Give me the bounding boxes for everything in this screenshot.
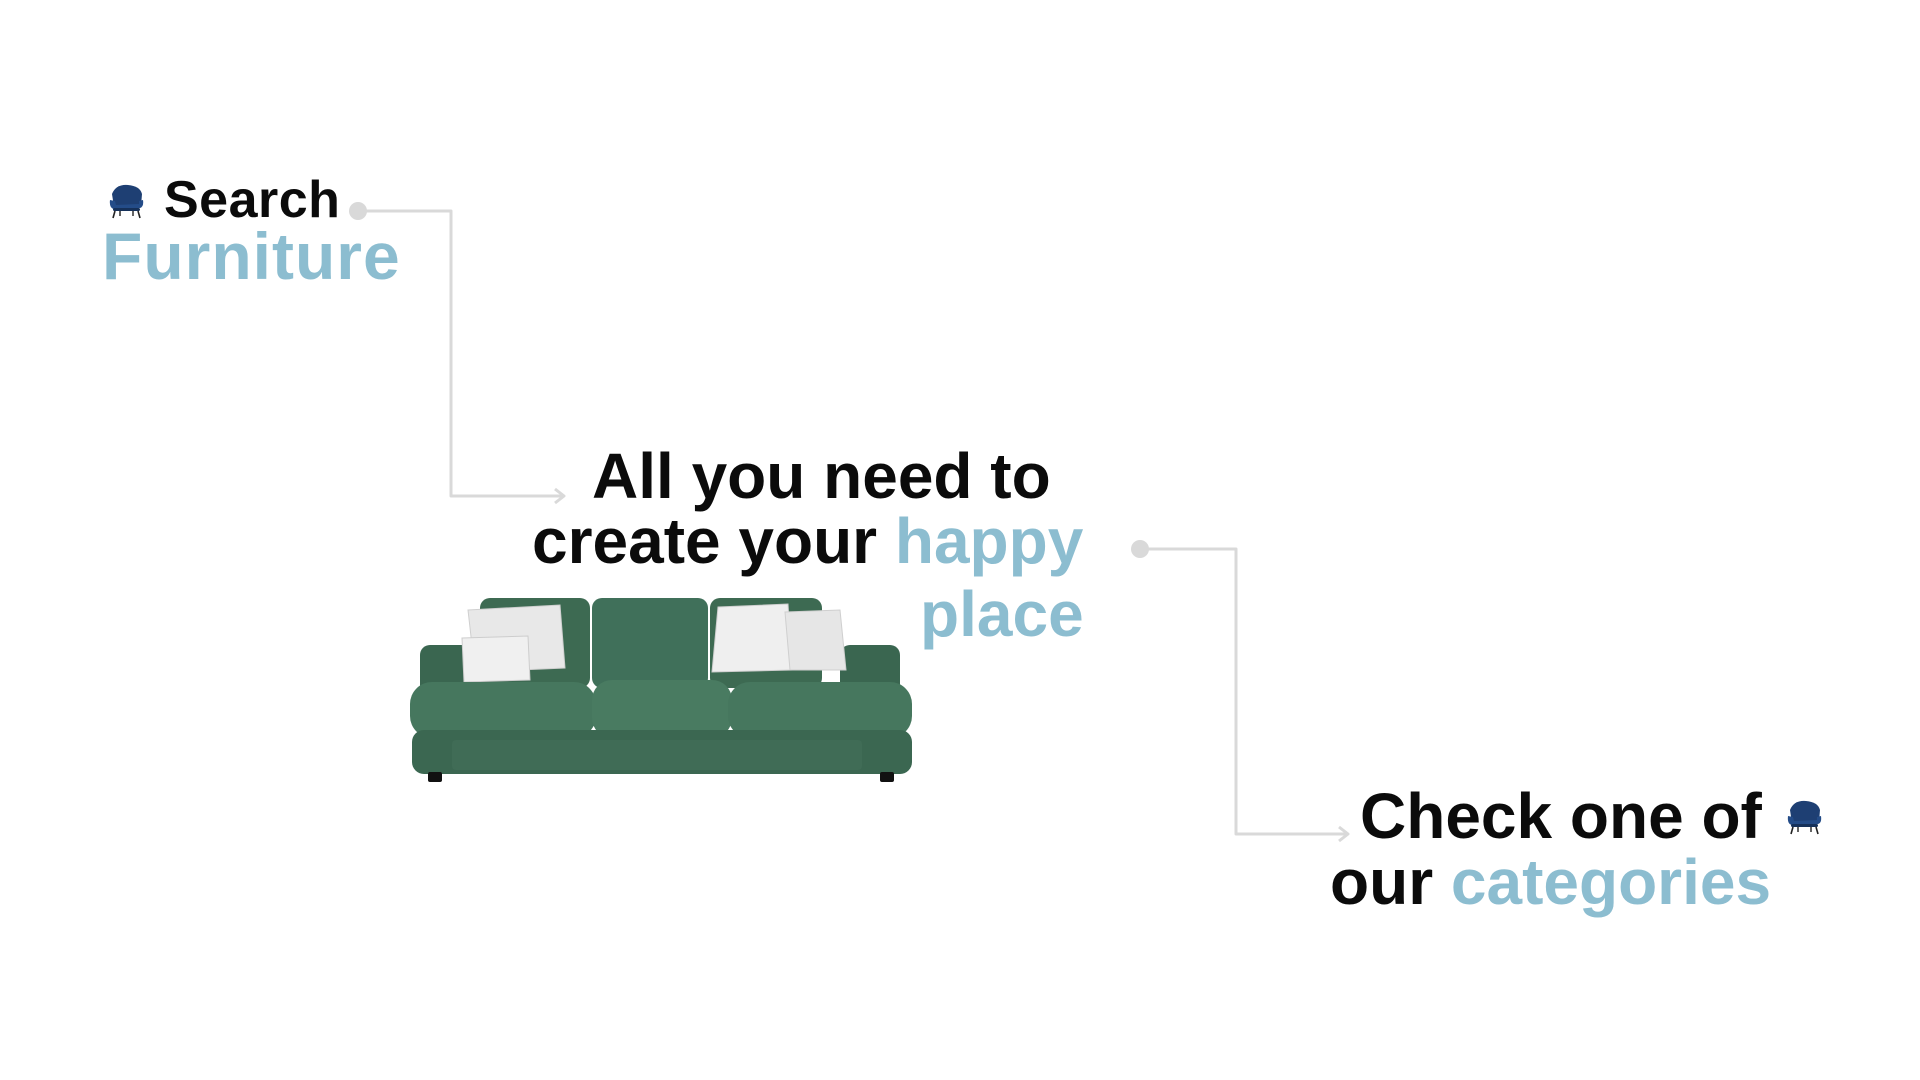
furniture-label: Furniture bbox=[102, 219, 401, 293]
armchair-icon bbox=[1787, 800, 1822, 835]
connector-hero-to-categories bbox=[1140, 547, 1348, 836]
arrow-head-hero bbox=[554, 487, 566, 505]
connector-dot-hero bbox=[1131, 540, 1149, 558]
categories-line-1: Check one of bbox=[1360, 780, 1824, 852]
hero-line-1: All you need to bbox=[592, 440, 1051, 512]
hero-line-2: create your happy bbox=[532, 505, 1083, 577]
hero-happy-word: happy bbox=[894, 505, 1084, 577]
search-furniture-link[interactable]: Search Furniture bbox=[102, 172, 401, 290]
categories-line-2: our categories bbox=[1330, 846, 1771, 918]
categories-line-1-text: Check one of bbox=[1360, 780, 1762, 852]
green-sofa-image bbox=[410, 598, 912, 782]
hero-line-2-text: create your bbox=[532, 505, 878, 577]
armchair-icon bbox=[109, 184, 144, 219]
categories-word: categories bbox=[1450, 846, 1772, 918]
categories-line-2-text: our bbox=[1330, 846, 1434, 918]
search-label: Search bbox=[164, 171, 341, 229]
hero-place-word: place bbox=[920, 578, 1084, 650]
arrow-head-categories bbox=[1338, 825, 1350, 843]
